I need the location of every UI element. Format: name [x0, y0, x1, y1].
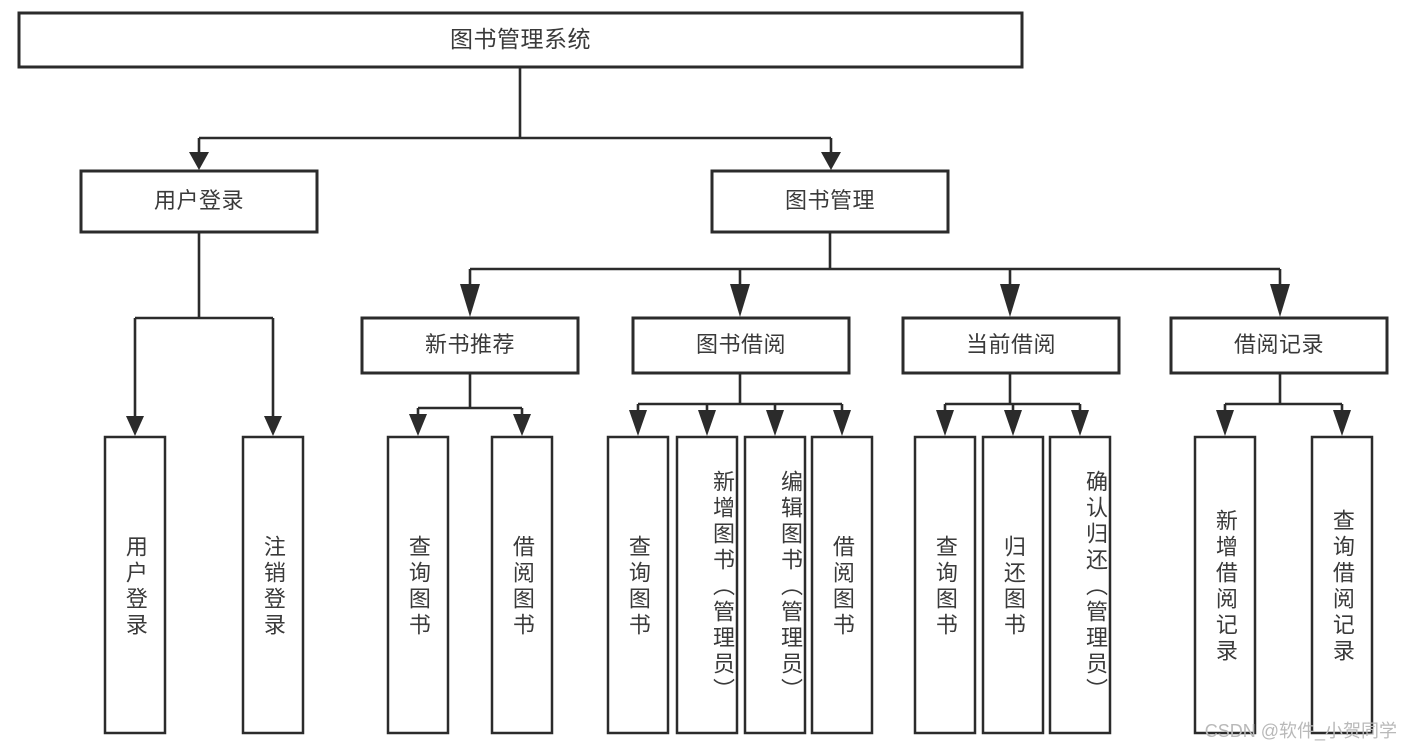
arrow-head-bb-leaf-3	[766, 410, 784, 436]
arrow-head-user-login	[189, 152, 209, 170]
node-box-borrow-record[interactable]	[1169, 316, 1389, 375]
arrow-head-leaf-user-login	[126, 416, 144, 436]
node-box-new-book-recommend[interactable]	[360, 316, 580, 375]
arrow-head-cb-leaf-3	[1071, 410, 1089, 436]
arrow-head-book-manage	[821, 152, 841, 170]
node-box-leaf-logout[interactable]	[241, 435, 305, 735]
arrow-head-br-leaf-1	[1216, 410, 1234, 436]
arrow-head-new-book	[460, 284, 480, 317]
node-box-leaf-bb-add-book[interactable]	[675, 435, 739, 735]
node-box-leaf-user-login[interactable]	[103, 435, 167, 735]
arrow-head-nb-leaf-1	[409, 414, 427, 436]
node-box-root[interactable]	[17, 11, 1024, 69]
node-box-leaf-bb-borrow-book[interactable]	[810, 435, 874, 735]
arrow-head-nb-leaf-2	[513, 414, 531, 436]
arrow-head-book-borrow	[730, 284, 750, 317]
node-box-leaf-cb-return-book[interactable]	[981, 435, 1045, 735]
arrow-head-bb-leaf-1	[629, 410, 647, 436]
arrow-head-borrow-record	[1270, 284, 1290, 317]
node-box-leaf-nb-query-book[interactable]	[386, 435, 450, 735]
node-box-leaf-br-add-record[interactable]	[1193, 435, 1257, 735]
watermark-text: CSDN @软件_小贺同学	[1204, 721, 1397, 741]
node-box-leaf-cb-confirm-return[interactable]	[1048, 435, 1112, 735]
node-box-book-borrow[interactable]	[631, 316, 851, 375]
arrow-head-bb-leaf-4	[833, 410, 851, 436]
node-box-current-borrow[interactable]	[901, 316, 1121, 375]
arrow-head-cb-leaf-2	[1004, 410, 1022, 436]
node-box-leaf-cb-query-book[interactable]	[913, 435, 977, 735]
arrow-head-bb-leaf-2	[698, 410, 716, 436]
node-box-leaf-nb-borrow-book[interactable]	[490, 435, 554, 735]
arrow-head-current-borrow	[1000, 284, 1020, 317]
node-box-book-manage[interactable]	[710, 169, 950, 234]
arrow-head-leaf-logout	[264, 416, 282, 436]
node-box-leaf-bb-query-book[interactable]	[606, 435, 670, 735]
arrow-head-cb-leaf-1	[936, 410, 954, 436]
arrow-head-br-leaf-2	[1333, 410, 1351, 436]
node-box-user-login[interactable]	[79, 169, 319, 234]
node-box-leaf-br-query-record[interactable]	[1310, 435, 1374, 735]
node-box-leaf-bb-edit-book[interactable]	[743, 435, 807, 735]
